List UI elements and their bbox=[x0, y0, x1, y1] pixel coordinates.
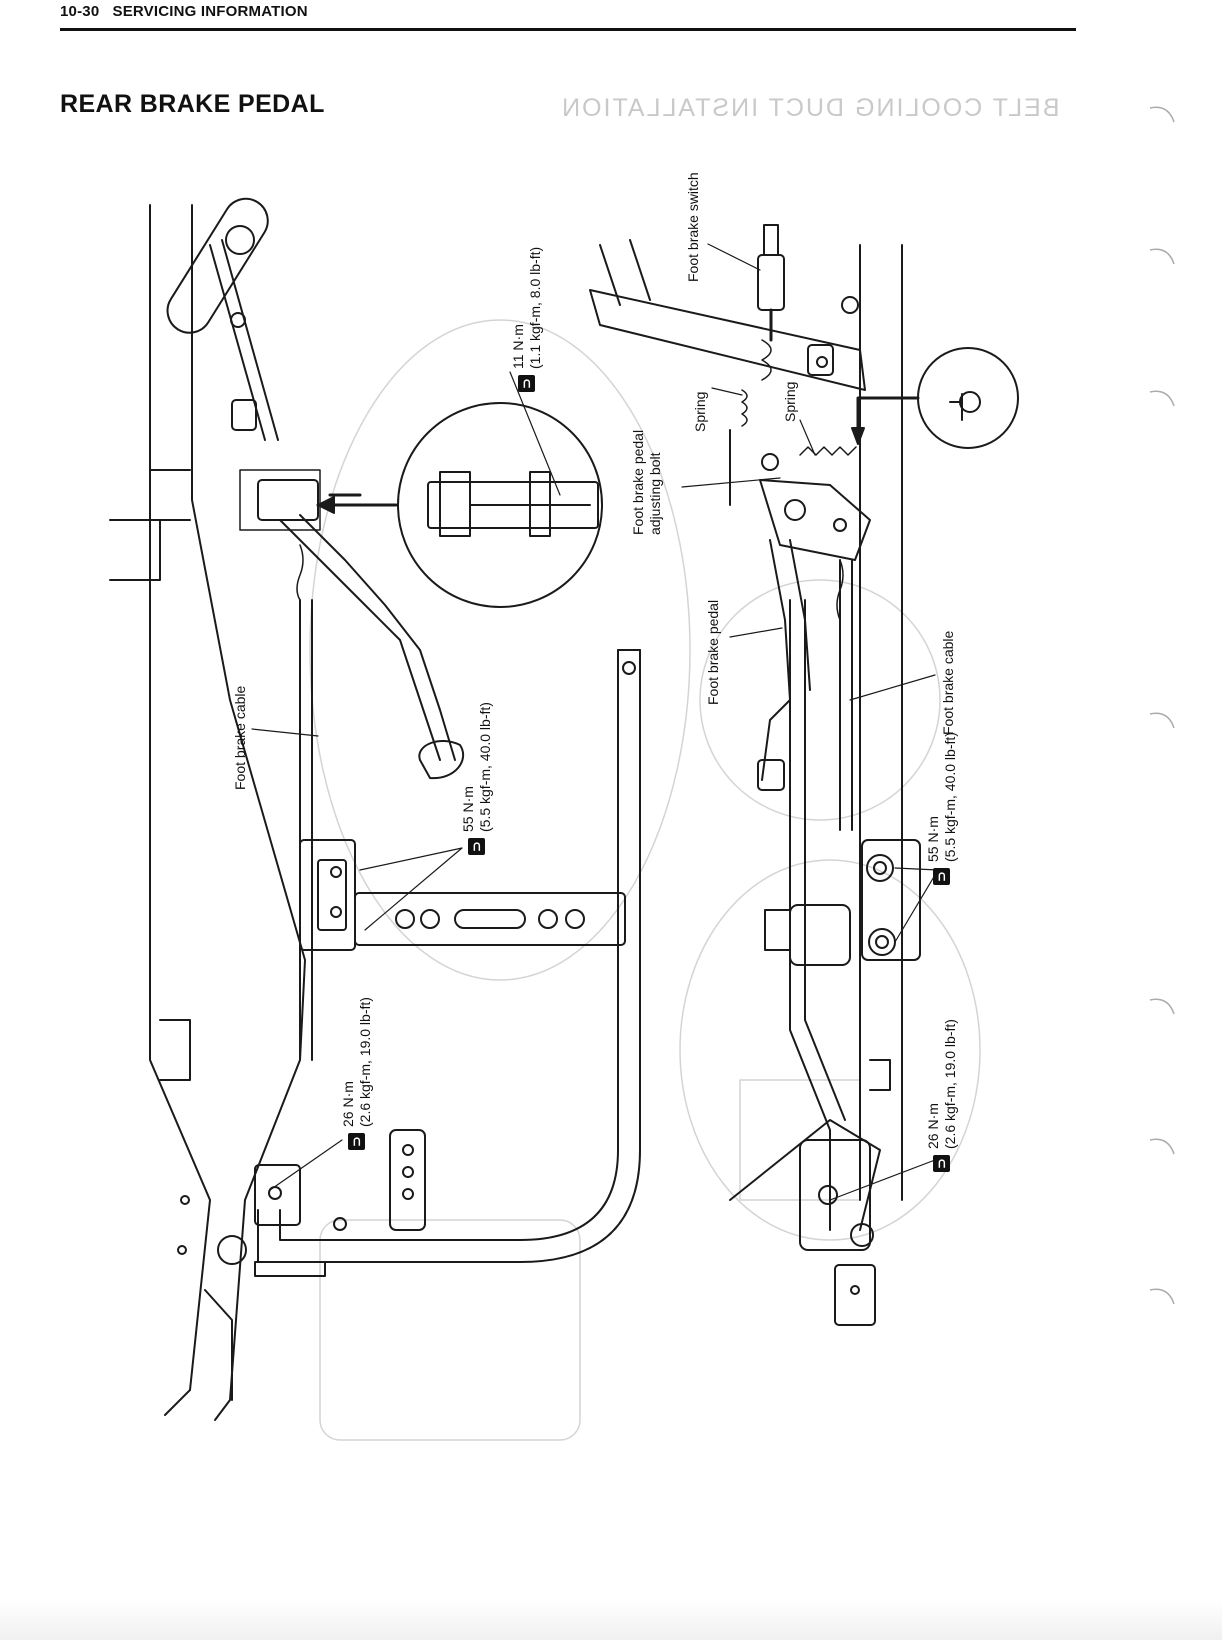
binding-marks bbox=[1149, 106, 1175, 1305]
leader-right-cable bbox=[849, 674, 936, 701]
spring-upper bbox=[741, 389, 748, 427]
page-bottom-shadow bbox=[0, 1600, 1222, 1640]
right-torque-26-value: 26 N·m bbox=[925, 1103, 941, 1149]
spring-label-2: Spring bbox=[782, 381, 798, 422]
torque-wrench-icon: ⊃ bbox=[348, 1133, 365, 1150]
torque-wrench-icon: ⊃ bbox=[468, 838, 485, 855]
leader-left-cable bbox=[251, 728, 319, 737]
left-torque-11-imperial: (1.1 kgf-m, 8.0 lb-ft) bbox=[527, 246, 543, 369]
right-pedal-pivot bbox=[759, 479, 871, 561]
leader-switch bbox=[707, 243, 761, 271]
leader-left-11 bbox=[509, 371, 561, 496]
foot-brake-pedal-label: Foot brake pedal bbox=[705, 599, 721, 705]
left-torque-26-value: 26 N·m bbox=[340, 1081, 356, 1127]
left-torque-11-value: 11 N·m bbox=[510, 324, 526, 369]
left-brake-cable bbox=[299, 599, 313, 1061]
leader-adjusting-bolt bbox=[681, 477, 781, 488]
right-torque-55-value: 55 N·m bbox=[925, 816, 941, 862]
right-foot-brake-cable-label: Foot brake cable bbox=[940, 630, 956, 735]
left-detail-circle bbox=[397, 402, 603, 608]
spring-label-1: Spring bbox=[692, 391, 708, 432]
torque-wrench-icon: ⊃ bbox=[518, 375, 535, 392]
right-detail-circle bbox=[917, 347, 1019, 449]
page-header: 10-30 SERVICING INFORMATION bbox=[60, 0, 1076, 31]
right-torque-26-imperial: (2.6 kgf-m, 19.0 lb-ft) bbox=[942, 1019, 958, 1149]
leader-left-26 bbox=[269, 1139, 343, 1191]
left-torque-26-callout: ⊃ 26 N·m (2.6 kgf-m, 19.0 lb-ft) bbox=[340, 997, 374, 1150]
right-bolt-upper bbox=[866, 854, 894, 882]
right-brake-cable bbox=[839, 559, 853, 831]
leader-left-55 bbox=[359, 847, 463, 931]
foot-brake-switch-label: Foot brake switch bbox=[685, 172, 701, 282]
page-title: REAR BRAKE PEDAL bbox=[60, 90, 325, 118]
leader-spring-2 bbox=[799, 419, 816, 456]
right-pedal-arm bbox=[761, 539, 791, 781]
footrest-bar bbox=[354, 892, 626, 946]
left-torque-55-value: 55 N·m bbox=[460, 786, 476, 832]
leader-pedal bbox=[729, 627, 783, 638]
torque-wrench-icon: ⊃ bbox=[933, 868, 950, 885]
left-torque-55-imperial: (5.5 kgf-m, 40.0 lb-ft) bbox=[477, 702, 493, 832]
left-torque-11-callout: ⊃ 11 N·m (1.1 kgf-m, 8.0 lb-ft) bbox=[510, 247, 544, 392]
left-foot-brake-cable-label: Foot brake cable bbox=[232, 685, 248, 790]
cotter-pin-detail-icon bbox=[949, 391, 981, 421]
leader-right-55 bbox=[894, 867, 939, 943]
right-torque-55-imperial: (5.5 kgf-m, 40.0 lb-ft) bbox=[942, 732, 958, 862]
leader-spring-1 bbox=[711, 387, 743, 396]
brake-switch-body bbox=[757, 254, 785, 311]
right-view-drawing bbox=[589, 224, 1019, 1326]
left-rear-frame bbox=[279, 649, 619, 1241]
brake-rod-upper bbox=[209, 239, 279, 441]
left-pedal-arm bbox=[279, 519, 441, 761]
torque-wrench-icon: ⊃ bbox=[933, 1155, 950, 1172]
adjusting-bolt-label: Foot brake pedal adjusting bolt bbox=[630, 429, 663, 535]
right-torque-26-callout: ⊃ 26 N·m (2.6 kgf-m, 19.0 lb-ft) bbox=[925, 1019, 959, 1172]
spring-lower bbox=[799, 446, 857, 456]
page-reference: 10-30 bbox=[60, 3, 100, 20]
leader-right-26 bbox=[829, 1159, 936, 1201]
section-name: SERVICING INFORMATION bbox=[112, 3, 308, 20]
left-pedal-pad bbox=[418, 740, 465, 780]
right-frame-rail bbox=[859, 244, 903, 1201]
left-torque-55-callout: ⊃ 55 N·m (5.5 kgf-m, 40.0 lb-ft) bbox=[460, 702, 494, 855]
right-bolt-lower bbox=[868, 928, 896, 956]
left-torque-26-imperial: (2.6 kgf-m, 19.0 lb-ft) bbox=[357, 997, 373, 1127]
right-torque-55-callout: ⊃ 55 N·m (5.5 kgf-m, 40.0 lb-ft) bbox=[925, 732, 959, 885]
upper-tube bbox=[166, 197, 269, 334]
header-text: 10-30 SERVICING INFORMATION bbox=[60, 3, 308, 20]
left-frame-rail bbox=[149, 204, 211, 1416]
left-view-drawing bbox=[109, 197, 641, 1421]
